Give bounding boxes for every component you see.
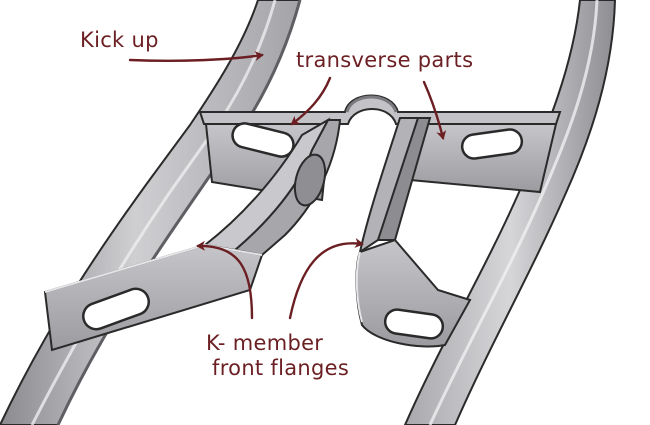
transverse-cross-member bbox=[198, 94, 562, 125]
transverse-parts-label: transverse parts bbox=[296, 48, 473, 72]
right-plate-slot bbox=[460, 128, 524, 160]
right-k-member-arm bbox=[358, 117, 432, 255]
k-member-label-line1: K- member bbox=[206, 331, 323, 355]
left-arm-oval-hole bbox=[293, 153, 327, 207]
right-flange-slot bbox=[383, 308, 445, 340]
k-member-left-arrow bbox=[196, 240, 254, 320]
kick-up-arrow bbox=[128, 51, 264, 62]
right-front-flange bbox=[355, 238, 472, 348]
transverse-right-arrow bbox=[422, 80, 447, 140]
transverse-left-arrow bbox=[290, 76, 332, 126]
k-member-right-arrow bbox=[288, 238, 364, 320]
kick-up-label: Kick up bbox=[80, 28, 159, 52]
left-flange-slot bbox=[82, 287, 150, 331]
k-member-label-line2: front flanges bbox=[212, 356, 349, 380]
annotation-arrows bbox=[128, 51, 447, 320]
right-transverse-plate bbox=[408, 123, 558, 194]
